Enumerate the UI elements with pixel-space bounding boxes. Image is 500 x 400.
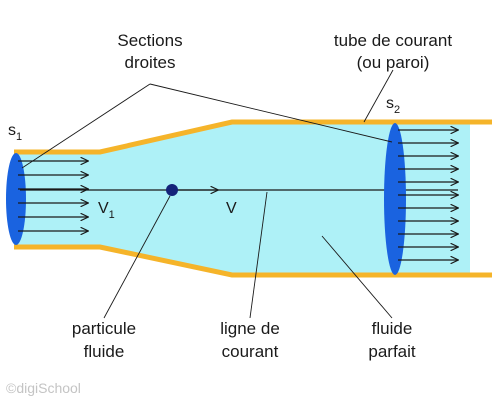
section-s2-disk [384, 123, 406, 275]
symbol-v1: V1 [98, 200, 115, 221]
velocity-arrows-s2 [398, 130, 458, 260]
fluid-particle [166, 184, 178, 196]
label-sections-line1: Sections [117, 31, 182, 50]
symbol-s1-base: s [8, 122, 16, 139]
label-fluid-line2: parfait [368, 342, 416, 361]
section-s1-disk [6, 153, 26, 245]
label-fluid-line1: fluide [372, 319, 413, 338]
label-tube-line1: tube de courant [334, 31, 452, 50]
tube-wall-top [14, 119, 492, 155]
symbol-s2-sub: 2 [394, 104, 400, 116]
label-particle-line1: particule [72, 319, 136, 338]
symbol-s2: s2 [386, 95, 400, 116]
label-tube-line2: (ou paroi) [357, 53, 430, 72]
label-sections-line2: droites [124, 53, 175, 72]
leader-particle [103, 195, 171, 319]
fluid-region [14, 122, 470, 275]
symbol-s2-base: s [386, 95, 394, 112]
leader-streamline [249, 191, 268, 319]
tube-wall-bottom [14, 244, 492, 278]
symbol-v: V [226, 200, 237, 217]
label-streamline-line2: courant [222, 342, 279, 361]
velocity-arrows-s1 [18, 161, 88, 231]
symbol-v1-sub: 1 [109, 209, 115, 221]
symbol-s1-sub: 1 [16, 131, 22, 143]
label-particle-line2: fluide [84, 342, 125, 361]
label-streamline-line1: ligne de [220, 319, 280, 338]
leader-sections-to-s2 [149, 83, 393, 143]
leader-fluid [321, 235, 393, 319]
watermark: ©digiSchool [6, 380, 81, 396]
leader-tube-to-wall [363, 69, 394, 123]
leader-sections-to-s1 [21, 83, 151, 169]
leader-lines [21, 69, 394, 319]
symbol-s1: s1 [8, 122, 22, 143]
symbol-v1-base: V [98, 200, 109, 217]
